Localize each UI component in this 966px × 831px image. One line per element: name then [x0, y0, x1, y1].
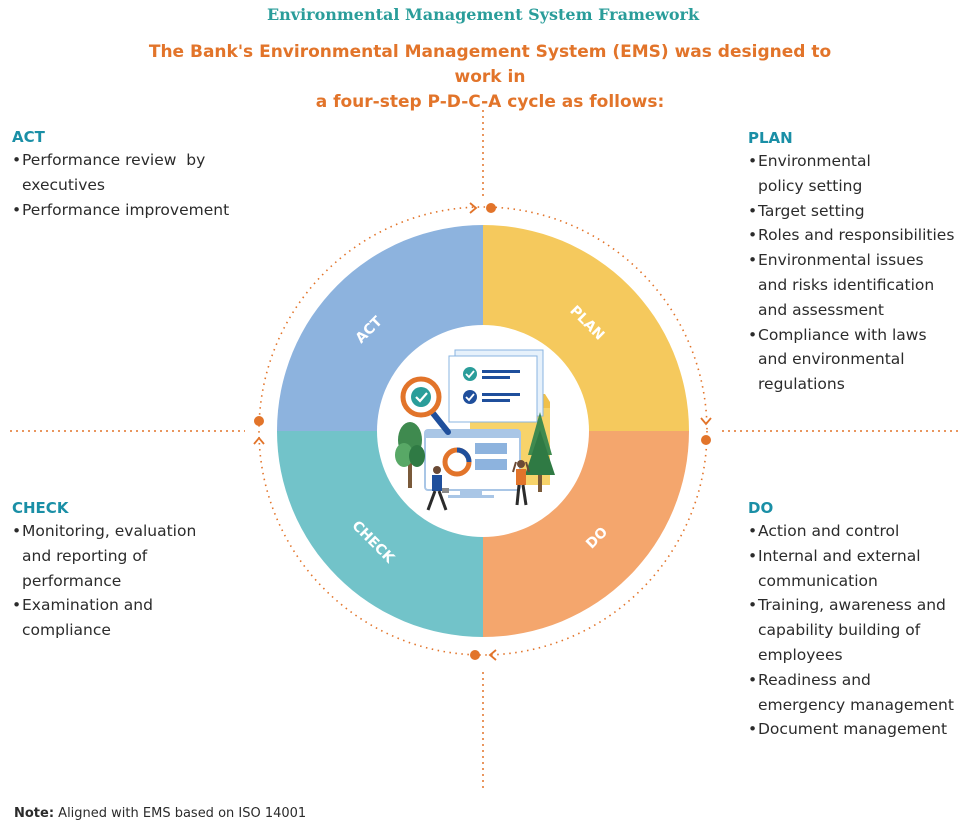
- cycle-ring: [258, 206, 708, 656]
- person-icon: [426, 466, 449, 511]
- check-heading: CHECK: [12, 499, 69, 517]
- list-item: Compliance with laws and environmental r…: [748, 323, 958, 397]
- monitor-chart-icon: [424, 429, 521, 498]
- list-item: Monitoring, evaluation and reporting of …: [12, 519, 212, 593]
- list-item: Internal and external communication: [748, 544, 960, 594]
- cycle-dot-right: [701, 435, 711, 445]
- check-list: Monitoring, evaluation and reporting of …: [12, 519, 212, 643]
- diagram-subtitle: The Bank's Environmental Management Syst…: [140, 40, 840, 115]
- footnote-label: Note:: [14, 806, 55, 821]
- list-item: Environmental issues and risks identific…: [748, 248, 958, 322]
- list-item: Action and control: [748, 519, 960, 544]
- subtitle-line-1: The Bank's Environmental Management Syst…: [148, 42, 832, 87]
- cycle-dot-top: [486, 203, 496, 213]
- cycle-arrow-bottom: [488, 649, 497, 661]
- checklist-document-icon: [448, 349, 544, 423]
- cycle-arrow-left: [253, 436, 265, 445]
- tree-icon: [525, 412, 555, 492]
- list-item: Performance review by executives: [12, 148, 257, 198]
- list-item: Readiness and emergency management: [748, 668, 960, 718]
- plan-list: Environmental policy setting Target sett…: [748, 149, 958, 397]
- cycle-arrow-right: [700, 417, 712, 426]
- footnote-text: Aligned with EMS based on ISO 14001: [54, 806, 307, 821]
- check-block: CHECK Monitoring, evaluation and reporti…: [12, 498, 212, 643]
- footnote: Note: Aligned with EMS based on ISO 1400…: [14, 806, 306, 821]
- act-heading: ACT: [12, 128, 45, 146]
- do-list: Action and control Internal and external…: [748, 519, 960, 742]
- act-list: Performance review by executives Perform…: [12, 148, 257, 222]
- plan-heading: PLAN: [748, 129, 793, 147]
- list-item: Performance improvement: [12, 198, 257, 223]
- list-item: Roles and responsibilities: [748, 223, 958, 248]
- magnifier-check-icon: [400, 376, 451, 435]
- cycle-dot-bottom: [470, 650, 480, 660]
- list-item: Examination and compliance: [12, 593, 212, 643]
- subtitle-line-2: a four-step P-D-C-A cycle as follows:: [315, 92, 665, 112]
- list-item: Training, awareness and capability build…: [748, 593, 960, 667]
- ems-illustration: [395, 349, 555, 511]
- list-item: Document management: [748, 717, 960, 742]
- list-item: Environmental policy setting: [748, 149, 958, 199]
- list-item: Target setting: [748, 199, 958, 224]
- cycle-dot-left: [254, 416, 264, 426]
- plan-block: PLAN Environmental policy setting Target…: [748, 128, 958, 397]
- cycle-arrow-top: [469, 202, 478, 214]
- person-icon: [512, 460, 530, 506]
- act-block: ACT Performance review by executives Per…: [12, 127, 257, 222]
- diagram-title: Environmental Management System Framewor…: [266, 5, 700, 24]
- do-block: DO Action and control Internal and exter…: [748, 498, 960, 742]
- do-heading: DO: [748, 499, 774, 517]
- tree-icon: [395, 422, 425, 488]
